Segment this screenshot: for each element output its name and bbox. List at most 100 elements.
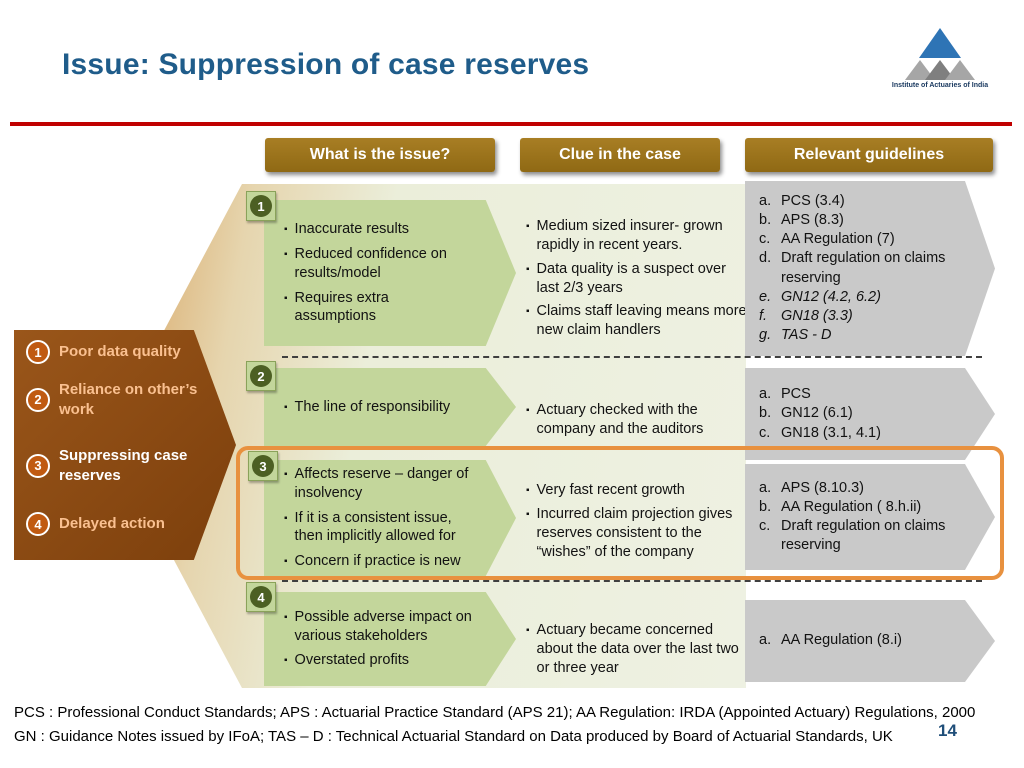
bullet-icon: ▪ [284,292,288,304]
guideline-letter: b. [759,212,772,229]
issue-arrow-row3: ▪Affects reserve – danger of insolvency … [264,460,516,576]
row-badge-number: 2 [250,365,272,387]
clue-text: Very fast recent growth [536,482,685,498]
guideline-text: APS (8.10.3) [781,479,865,496]
guideline-item: a. PCS (3.4) [759,192,949,211]
sidebar-badge-1: 1 [26,340,50,364]
row-badge-number: 1 [250,195,272,217]
guideline-letter: d. [759,250,772,267]
guideline-text: GN12 (4.2, 6.2) [781,288,881,305]
bullet-item: ▪Overstated profits [284,651,472,670]
logo-caption: Institute of Actuaries of India [891,82,989,89]
clue-text: Medium sized insurer- grown rapidly in r… [536,218,723,253]
guideline-text: AA Regulation (8.i) [781,632,902,649]
bullet-item: ▪ If it is a consistent issue, then impli… [284,509,472,547]
sidebar-badge-4: 4 [26,512,50,536]
guideline-text: GN18 (3.1, 4.1) [781,424,881,441]
guideline-text: AA Regulation ( 8.h.ii) [781,498,922,515]
footer: PCS : Professional Conduct Standards; AP… [14,701,1010,750]
guideline-text: PCS (3.4) [781,193,845,209]
sidebar-item-delayed-action: 4 Delayed action [26,512,211,536]
logo: Institute of Actuaries of India [882,28,998,89]
sidebar-item-poor-data-quality: 1 Poor data quality [26,340,211,364]
bullet-icon: ▪ [284,512,288,524]
page-number: 14 [938,721,957,740]
bullet-item: ▪Affects reserve – danger of insolvency [284,465,472,503]
clue-block-row4: ▪Actuary became concerned about the data… [526,616,750,683]
row-badge-4: 4 [246,582,276,612]
clue-text: Claims staff leaving means more new clai… [536,303,747,339]
bullet-icon: ▪ [526,485,530,496]
guideline-text: GN18 (3.3) [781,307,853,324]
bullet-item: ▪ Concern if practice is new [284,552,472,571]
clue-block-row3: ▪ Very fast recent growth ▪ Incurred claim… [526,476,750,567]
issue-text: Requires extra assumptions [294,289,389,325]
row-badge-2: 2 [246,361,276,391]
guideline-letter: a. [759,479,772,496]
sidebar-item-reliance-on-others-work: 2 Reliance on other’s work [26,380,211,419]
bullet-item: ▪Actuary checked with the company and th… [526,401,750,439]
guidelines-arrow-row2: a.PCS b.GN12 (6.1) c. GN18 (3.1, 4.1) [745,368,995,460]
bullet-icon: ▪ [284,401,288,413]
sidebar-item-label: Reliance on other’s work [59,381,198,418]
guideline-letter: c. [759,424,771,441]
title-divider-rule [10,122,1012,126]
bullet-item: ▪ Incurred claim projection gives reserve… [526,505,750,562]
issue-arrow-row1: ▪Inaccurate results ▪ Reduced confidence … [264,200,516,346]
bullet-icon: ▪ [526,221,530,232]
guideline-letter: b. [759,498,772,515]
guideline-text: TAS - D [781,326,832,343]
issue-text: Concern if practice is new [294,553,461,570]
issue-text: If it is a consistent issue, then implic… [294,509,456,545]
sidebar-badge-2: 2 [26,387,50,412]
guideline-text: APS (8.3) [781,212,844,229]
sidebar-item-suppressing-case-reserves: 3 Suppressing case reserves [26,446,211,485]
guideline-text: Draft regulation on claims reserving [781,250,946,286]
guideline-letter: a. [759,632,772,649]
bullet-item: ▪ Requires extra assumptions [284,289,472,327]
bullet-item: ▪Data quality is a suspect over last 2/3… [526,260,750,298]
guideline-item: c. GN18 (3.1, 4.1) [759,424,949,443]
guideline-letter: f. [759,307,768,324]
bullet-item: ▪ Claims staff leaving means more new cla… [526,302,750,340]
bullet-icon: ▪ [284,223,288,235]
dashed-separator-1 [282,356,982,358]
sidebar-arrow: 1 Poor data quality 2 Reliance on other’… [14,330,236,560]
row-badge-number: 3 [252,455,274,477]
guideline-letter: a. [759,386,772,403]
clue-block-row2: ▪Actuary checked with the company and th… [526,396,750,444]
issue-arrow-row2: ▪The line of responsibility [264,368,516,446]
bullet-icon: ▪ [526,263,530,275]
row-badge-number: 4 [250,586,272,608]
guideline-letter: g. [759,326,772,343]
guideline-text: Draft regulation on claims reserving [781,518,946,554]
column-header-guidelines: Relevant guidelines [745,138,993,172]
issue-arrow-row4: ▪Possible adverse impact on various stak… [264,592,516,686]
guideline-item: a.PCS [759,385,949,404]
logo-mountains-icon [882,60,998,80]
bullet-item: ▪Actuary became concerned about the data… [526,621,750,678]
guideline-letter: a. [759,193,772,209]
bullet-item: ▪Inaccurate results [284,220,472,239]
sidebar-badge-3: 3 [26,453,50,478]
logo-triangle-icon [919,28,961,58]
clue-text: Incurred claim projection gives reserves… [536,506,733,560]
clue-text: Actuary checked with the company and the… [536,402,704,437]
guideline-item: a. APS (8.10.3) [759,479,949,498]
column-header-clue: Clue in the case [520,138,720,172]
guideline-item: b.GN12 (6.1) [759,404,949,423]
guidelines-arrow-row3: a. APS (8.10.3) b. AA Regulation ( 8.h.ii)… [745,464,995,570]
footer-line-2: GN : Guidance Notes issued by IFoA; TAS … [14,728,893,746]
guideline-letter: c. [759,231,771,248]
sidebar-item-label: Suppressing case reserves [59,447,188,484]
bullet-icon: ▪ [526,509,530,520]
issue-text: Overstated profits [294,652,409,669]
clue-block-row1: ▪ Medium sized insurer- grown rapidly in … [526,212,750,345]
bullet-icon: ▪ [284,556,288,568]
bullet-item: ▪Possible adverse impact on various stak… [284,608,472,646]
sidebar-item-label: Delayed action [59,515,165,533]
issue-text: Reduced confidence on results/model [294,245,447,281]
bullet-icon: ▪ [284,248,288,260]
bullet-icon: ▪ [526,306,530,318]
bullet-item: ▪The line of responsibility [284,398,472,417]
